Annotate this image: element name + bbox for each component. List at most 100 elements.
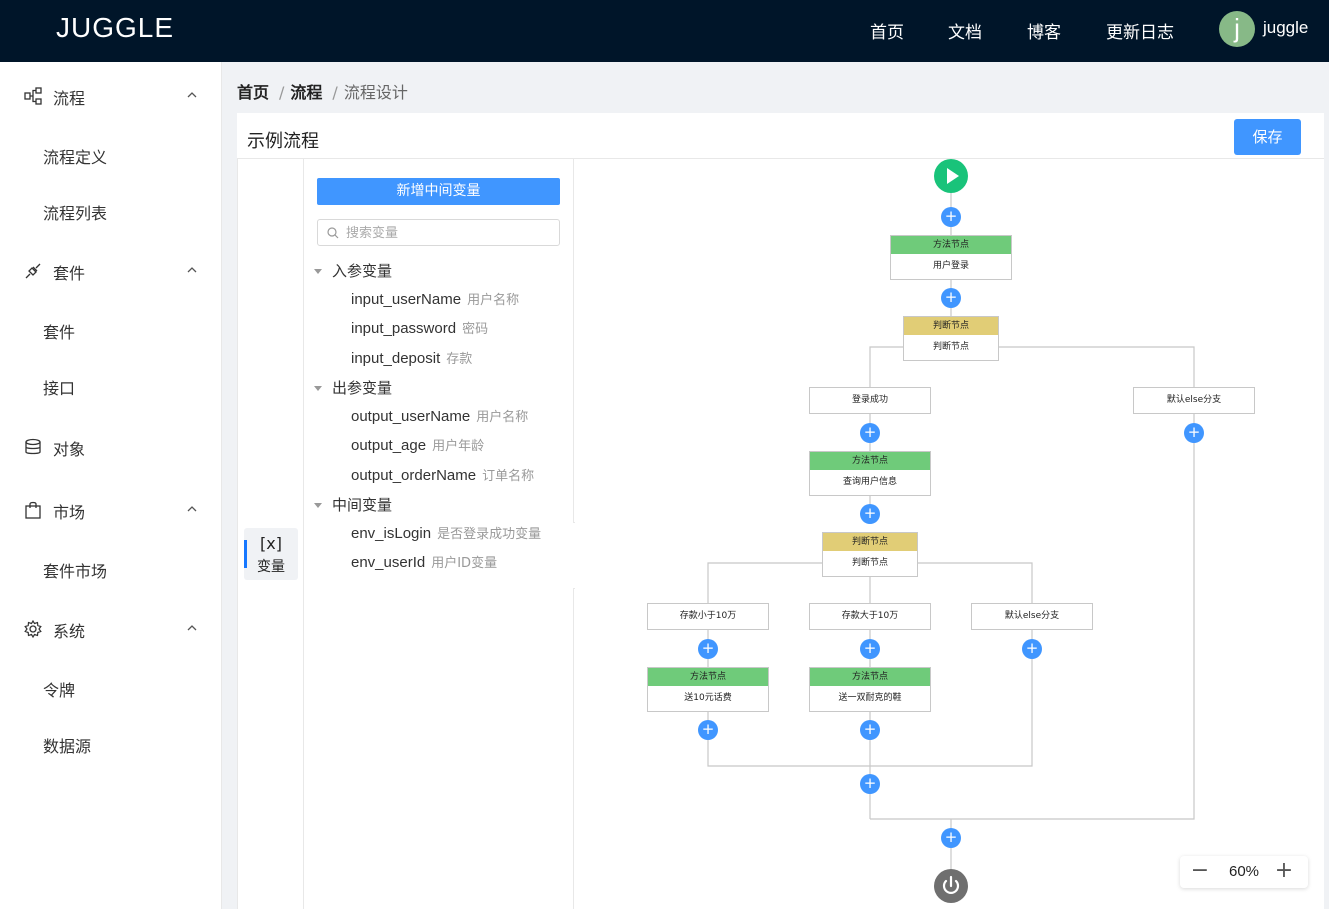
caret-down-icon (314, 386, 322, 391)
add-node-button[interactable]: + (1022, 639, 1042, 659)
add-node-button[interactable]: + (860, 423, 880, 443)
branch-deposit-gt[interactable]: 存款大于10万 (809, 603, 931, 630)
branch-default-2[interactable]: 默认else分支 (971, 603, 1093, 630)
power-icon (942, 875, 960, 894)
app-logo[interactable]: JUGGLE (56, 12, 175, 43)
add-node-button[interactable]: + (860, 720, 880, 740)
flow-end-button[interactable] (934, 869, 968, 903)
add-node-button[interactable]: + (941, 288, 961, 308)
method-node-send-fee[interactable]: 方法节点 送10元话费 (647, 667, 769, 712)
breadcrumb-home[interactable]: 首页 (237, 83, 270, 102)
side-tab-column: [x] 变量 (237, 159, 304, 909)
add-node-button[interactable]: + (941, 207, 961, 227)
sidebar-item-suite[interactable]: 套件 (43, 323, 76, 342)
breadcrumb-flow[interactable]: 流程 (290, 83, 323, 102)
variable-desc: 用户名称 (467, 293, 520, 308)
chevron-up-icon (187, 506, 197, 512)
variable-name: output_orderName (351, 467, 477, 484)
sidebar-group-suite[interactable]: 套件 (0, 250, 221, 290)
variable-name: input_deposit (351, 350, 441, 367)
play-icon (947, 168, 959, 184)
divider (237, 158, 1324, 159)
chevron-up-icon (187, 92, 197, 98)
nav-home[interactable]: 首页 (870, 23, 904, 43)
node-type-label: 方法节点 (810, 452, 930, 470)
add-node-button[interactable]: + (860, 639, 880, 659)
add-node-button[interactable]: + (698, 720, 718, 740)
variable-tab-code: [x] (260, 534, 282, 553)
variable-name: env_isLogin (351, 525, 432, 542)
variable-name: input_userName (351, 291, 462, 308)
username[interactable]: juggle (1263, 18, 1309, 37)
node-type-label: 方法节点 (891, 236, 1011, 254)
tree-group-input[interactable]: 入参变量 (314, 260, 392, 281)
chevron-up-icon (187, 625, 197, 631)
add-node-button[interactable]: + (698, 639, 718, 659)
chevron-up-icon (187, 267, 197, 273)
sidebar-item-flow-definition[interactable]: 流程定义 (43, 148, 108, 167)
sidebar-group-object[interactable]: 对象 (0, 426, 221, 466)
page-title: 示例流程 (247, 131, 319, 152)
sidebar-item-api[interactable]: 接口 (43, 379, 76, 398)
breadcrumb-separator: / (279, 83, 285, 102)
variable-name: input_password (351, 320, 457, 337)
add-variable-button[interactable]: 新增中间变量 (317, 178, 560, 205)
zoom-out-button[interactable]: − (1190, 858, 1210, 883)
sidebar-item-token[interactable]: 令牌 (43, 681, 76, 700)
branch-deposit-lt[interactable]: 存款小于10万 (647, 603, 769, 630)
tree-group-output[interactable]: 出参变量 (314, 377, 392, 398)
add-node-button[interactable]: + (860, 774, 880, 794)
add-node-button[interactable]: + (860, 504, 880, 524)
sidebar-item-suite-market[interactable]: 套件市场 (43, 562, 108, 581)
avatar[interactable]: j (1219, 11, 1255, 47)
caret-down-icon (314, 503, 322, 508)
method-node-send-shoes[interactable]: 方法节点 送一双耐克的鞋 (809, 667, 931, 712)
node-name: 判断节点 (851, 558, 888, 568)
variable-desc: 订单名称 (482, 469, 535, 484)
sidebar: 流程 流程定义 流程列表 套件 套件 接口 对象 市场 套件市场 (0, 62, 222, 909)
save-button[interactable]: 保存 (1234, 119, 1301, 155)
nav-blog[interactable]: 博客 (1027, 23, 1061, 43)
tab-variables[interactable]: [x] 变量 (244, 528, 298, 580)
tree-item[interactable]: input_userName 用户名称 (351, 289, 519, 308)
sidebar-group-flow[interactable]: 流程 (0, 75, 221, 115)
variable-search[interactable] (317, 219, 560, 246)
sidebar-group-market[interactable]: 市场 (0, 489, 221, 529)
sidebar-group-label: 市场 (53, 503, 86, 522)
sidebar-group-label: 对象 (53, 440, 86, 459)
zoom-control: − 60% + (1180, 856, 1308, 888)
variable-desc: 密码 (462, 322, 489, 337)
tree-item[interactable]: output_orderName 订单名称 (351, 465, 534, 484)
nav-docs[interactable]: 文档 (948, 23, 982, 43)
breadcrumb-separator: / (332, 83, 338, 102)
tree-group-env[interactable]: 中间变量 (314, 494, 392, 515)
judge-node-2[interactable]: 判断节点 判断节点 (822, 532, 918, 577)
variable-desc: 用户ID变量 (431, 556, 498, 571)
method-node-login[interactable]: 方法节点 用户登录 (890, 235, 1012, 280)
active-tab-indicator (244, 540, 247, 568)
branch-login-success[interactable]: 登录成功 (809, 387, 931, 414)
node-type-label: 判断节点 (823, 533, 917, 551)
judge-node-1[interactable]: 判断节点 判断节点 (903, 316, 999, 361)
sidebar-item-datasource[interactable]: 数据源 (43, 737, 92, 756)
shopping-bag-icon (25, 501, 41, 519)
nav-changelog[interactable]: 更新日志 (1106, 23, 1174, 43)
flow-start-button[interactable] (934, 159, 968, 193)
branch-default-1[interactable]: 默认else分支 (1133, 387, 1255, 414)
flow-canvas[interactable]: + 方法节点 用户登录 + 判断节点 判断节点 登录成功 默认else分支 + … (575, 159, 1324, 909)
search-input[interactable] (346, 223, 546, 243)
tree-item[interactable]: input_password 密码 (351, 318, 488, 337)
sidebar-item-flow-list[interactable]: 流程列表 (43, 204, 108, 223)
tree-item[interactable]: env_userId 用户ID变量 (351, 552, 497, 571)
variable-name: env_userId (351, 554, 426, 571)
add-node-button[interactable]: + (941, 828, 961, 848)
add-node-button[interactable]: + (1184, 423, 1204, 443)
node-name: 送10元话费 (684, 693, 732, 703)
sidebar-group-system[interactable]: 系统 (0, 608, 221, 648)
zoom-in-button[interactable]: + (1274, 858, 1294, 883)
method-node-query-user[interactable]: 方法节点 查询用户信息 (809, 451, 931, 496)
